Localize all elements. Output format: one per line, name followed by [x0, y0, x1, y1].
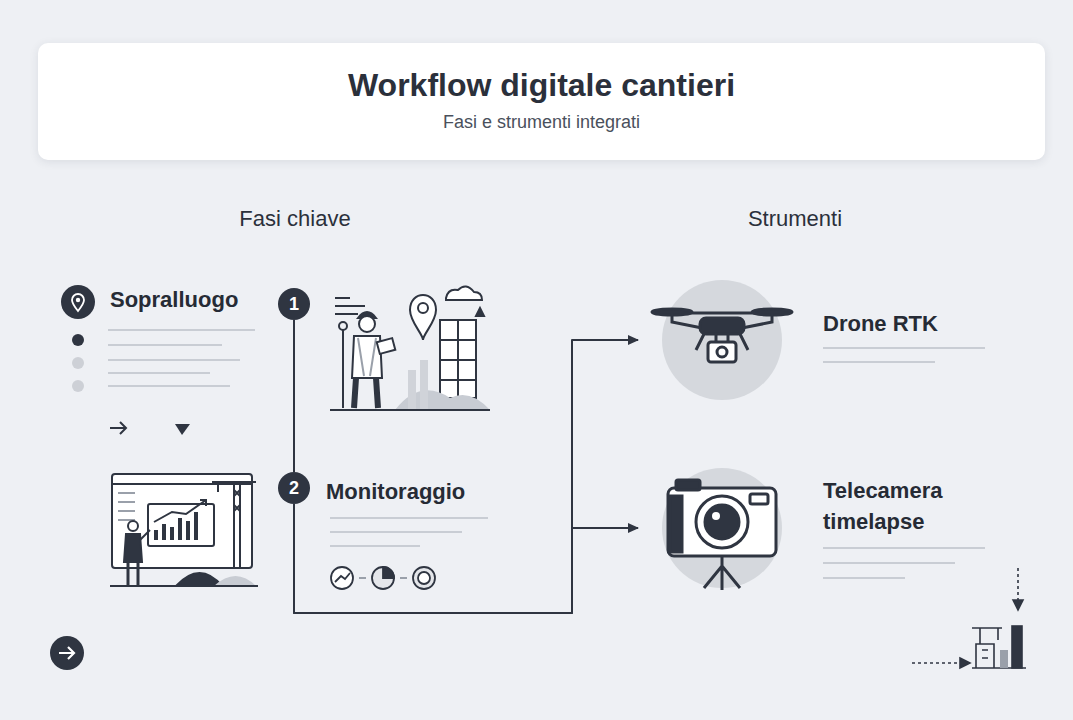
step-number: 2 [278, 472, 310, 504]
drone-icon [652, 309, 792, 362]
bullet-dots [72, 334, 84, 392]
pin-icon [60, 284, 96, 320]
phase-name: Sopralluogo [110, 282, 280, 318]
placeholder-lines [108, 330, 985, 578]
status-icons [331, 567, 435, 589]
icon-disc [662, 280, 782, 400]
flow-connector [294, 504, 638, 613]
title-card: Workflow digitale cantieriFasi e strumen… [38, 43, 1045, 160]
diagram-title: Workflow digitale cantieri [38, 43, 1045, 104]
phase-name: Monitoraggio [326, 474, 536, 510]
flow-connector [293, 320, 295, 472]
dashboard-illustration [110, 474, 258, 586]
worker-illustration [330, 286, 490, 410]
small-arrows [110, 422, 126, 434]
tool-item: Drone RTK [640, 280, 1005, 400]
section-heading: Strumenti [748, 206, 842, 232]
phase-label: Sopralluogo [60, 282, 280, 322]
tool-name: Telecamera timelapse [823, 475, 993, 537]
flow-connector [294, 340, 638, 613]
next-button [50, 636, 84, 670]
section-heading: Fasi chiave [239, 206, 350, 232]
step-number: 1 [278, 288, 310, 320]
step-digit: 1 [289, 294, 299, 315]
down-triangle [175, 424, 190, 435]
next-arrow [59, 647, 74, 659]
subtitle: Fasi e strumenti integrati [38, 112, 1045, 133]
phase-label: Monitoraggio [326, 474, 536, 510]
tool-item: Telecamera timelapse [640, 468, 1003, 588]
step-digit: 2 [289, 478, 299, 499]
tool-name: Drone RTK [823, 308, 1005, 339]
site-icon [912, 568, 1026, 668]
camera-icon [668, 480, 776, 590]
